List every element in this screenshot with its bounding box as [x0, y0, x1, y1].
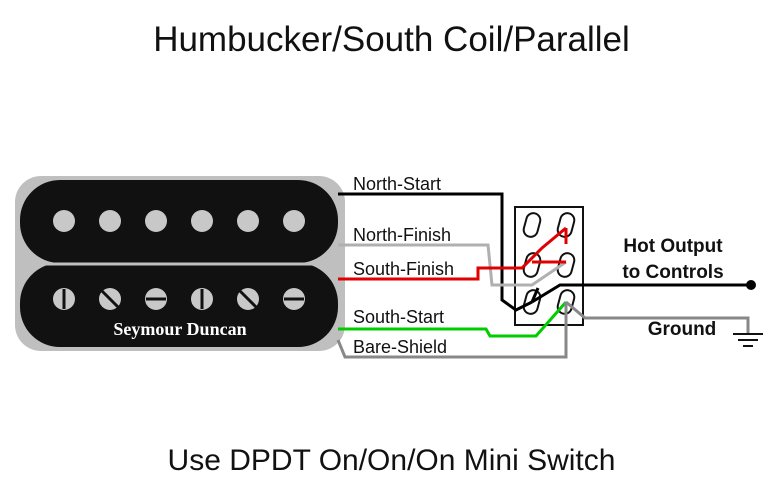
label-ground: Ground — [648, 319, 717, 340]
south-coil-pole-screws — [53, 288, 305, 310]
label-south-start: South-Start — [353, 307, 444, 327]
pole-piece — [145, 210, 167, 232]
pole-piece — [53, 210, 75, 232]
wire-south-finish — [338, 226, 567, 281]
wire-ground — [565, 300, 750, 333]
diagram-title: Humbucker/South Coil/Parallel — [153, 20, 630, 59]
diagram-footer-note: Use DPDT On/On/On Mini Switch — [167, 444, 616, 477]
wire-bare-shield — [336, 302, 568, 359]
wire-south-start — [338, 301, 568, 338]
pickup-brand-label: Seymour Duncan — [113, 319, 246, 339]
wires — [336, 192, 750, 359]
pole-piece — [191, 210, 213, 232]
north-coil-pole-pieces — [53, 210, 305, 232]
hot-output-terminal — [746, 280, 756, 290]
humbucker-pickup: Seymour Duncan — [15, 176, 345, 351]
label-hot-output-line2: to Controls — [622, 262, 723, 283]
label-north-finish: North-Finish — [353, 225, 451, 245]
switch-lug — [522, 212, 542, 238]
label-south-finish: South-Finish — [353, 259, 454, 279]
north-coil — [20, 180, 338, 263]
ground-symbol — [733, 333, 763, 347]
wire-north-finish — [338, 243, 567, 287]
pole-piece — [99, 210, 121, 232]
label-north-start: North-Start — [353, 174, 441, 194]
wire-north-start — [338, 192, 533, 312]
pole-piece — [283, 210, 305, 232]
pole-piece — [237, 210, 259, 232]
label-hot-output-line1: Hot Output — [623, 236, 723, 257]
wire-hot-output — [531, 283, 750, 304]
label-bare-shield: Bare-Shield — [353, 337, 447, 357]
south-coil — [20, 263, 338, 347]
